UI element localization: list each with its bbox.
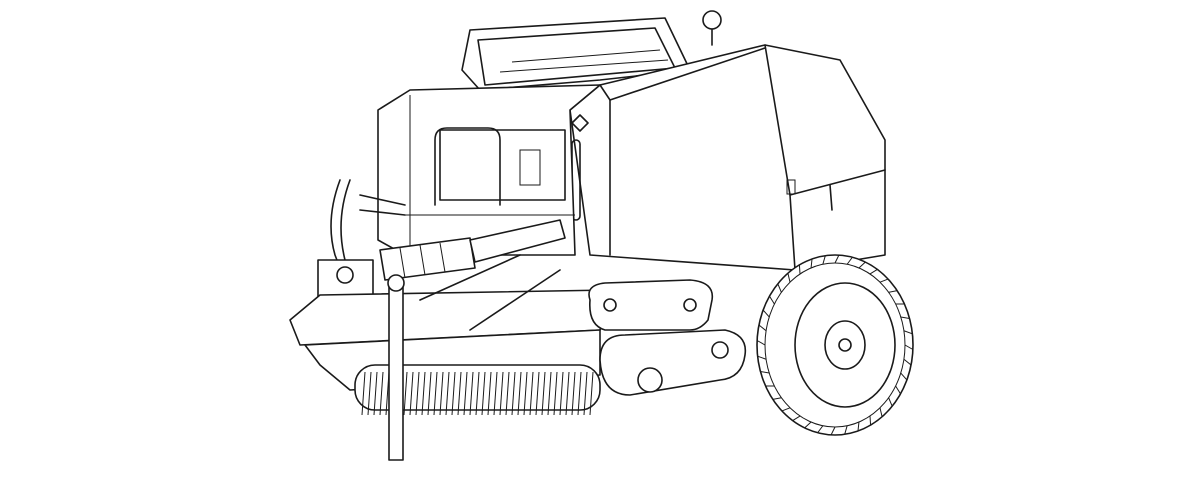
- pickup-tine: [517, 371, 522, 416]
- tire-tread: [762, 309, 770, 318]
- tire-tread: [834, 254, 840, 264]
- pickup-tine: [559, 371, 564, 416]
- pickup-tine: [487, 371, 492, 416]
- tire-tread: [869, 268, 878, 275]
- pickup-tine: [547, 371, 552, 416]
- pickup-tine: [493, 371, 498, 416]
- tire-tread: [760, 371, 770, 374]
- tire-tread: [756, 340, 766, 346]
- tire-tread: [844, 425, 848, 435]
- tire-tread: [772, 397, 782, 400]
- pickup-tine: [361, 371, 366, 416]
- pickup-tine: [409, 371, 414, 416]
- tire-tread: [822, 255, 826, 265]
- tire-tread: [888, 397, 893, 407]
- tire-tread: [758, 324, 767, 332]
- pickup-tine: [529, 371, 534, 416]
- pickup-tine: [505, 371, 510, 416]
- drive-chain-cover: [588, 279, 747, 396]
- pickup-tine: [577, 371, 582, 416]
- pickup-tine: [469, 371, 474, 416]
- pickup-tine: [565, 371, 570, 416]
- tire-tread: [903, 358, 912, 366]
- pickup-tine: [445, 371, 450, 416]
- tire-tread: [857, 422, 860, 432]
- tire-tread: [757, 355, 767, 360]
- pickup-tine: [571, 371, 576, 416]
- tire-tread: [869, 415, 872, 426]
- pickup-tine: [553, 371, 558, 416]
- tire-tread: [858, 261, 866, 269]
- pickup-tine: [481, 371, 486, 416]
- pickup-tine: [535, 371, 540, 416]
- tire-tread: [769, 295, 775, 305]
- pickup-tine: [511, 371, 516, 416]
- tire-tread: [830, 426, 836, 436]
- jack-stand: [387, 274, 405, 461]
- tire-tread: [817, 425, 824, 434]
- pickup-tine: [463, 371, 468, 416]
- pickup-tine: [415, 371, 420, 416]
- pickup-tine: [421, 371, 426, 416]
- tire-tread: [888, 290, 898, 293]
- pickup-tine: [367, 371, 372, 416]
- pickup-tine: [433, 371, 438, 416]
- pickup-tine: [541, 371, 546, 416]
- pickup-tine: [403, 371, 408, 416]
- pickup-tine: [427, 371, 432, 416]
- pto-driveshaft: [379, 219, 566, 281]
- tire-tread: [804, 421, 812, 429]
- tire-tread: [777, 283, 782, 293]
- tire-tread: [879, 407, 883, 417]
- wheel: [756, 254, 914, 436]
- pickup-tine: [439, 371, 444, 416]
- pickup-tine: [475, 371, 480, 416]
- tire-tread: [798, 264, 801, 275]
- tire-tread: [900, 372, 908, 381]
- tire-tread: [903, 330, 913, 335]
- tire-tread: [781, 407, 791, 412]
- pickup-tine: [499, 371, 504, 416]
- bale-chamber-body: [569, 44, 886, 271]
- front-frame: [377, 84, 601, 256]
- pickup-tine: [583, 371, 588, 416]
- tire-tread: [846, 256, 853, 265]
- tire-tread: [792, 415, 801, 422]
- pickup-tine: [373, 371, 378, 416]
- pickup-reel: [304, 254, 601, 416]
- pickup-tine: [589, 371, 594, 416]
- tire-tread: [879, 278, 889, 283]
- tire-tread: [904, 344, 914, 350]
- pickup-tine: [451, 371, 456, 416]
- tire-tread: [900, 316, 910, 319]
- pickup-tine: [457, 371, 462, 416]
- tire-tread: [787, 273, 791, 283]
- pickup-tine: [523, 371, 528, 416]
- tire-tread: [895, 385, 901, 395]
- tire-tread: [810, 258, 813, 268]
- pickup-tine: [379, 371, 384, 416]
